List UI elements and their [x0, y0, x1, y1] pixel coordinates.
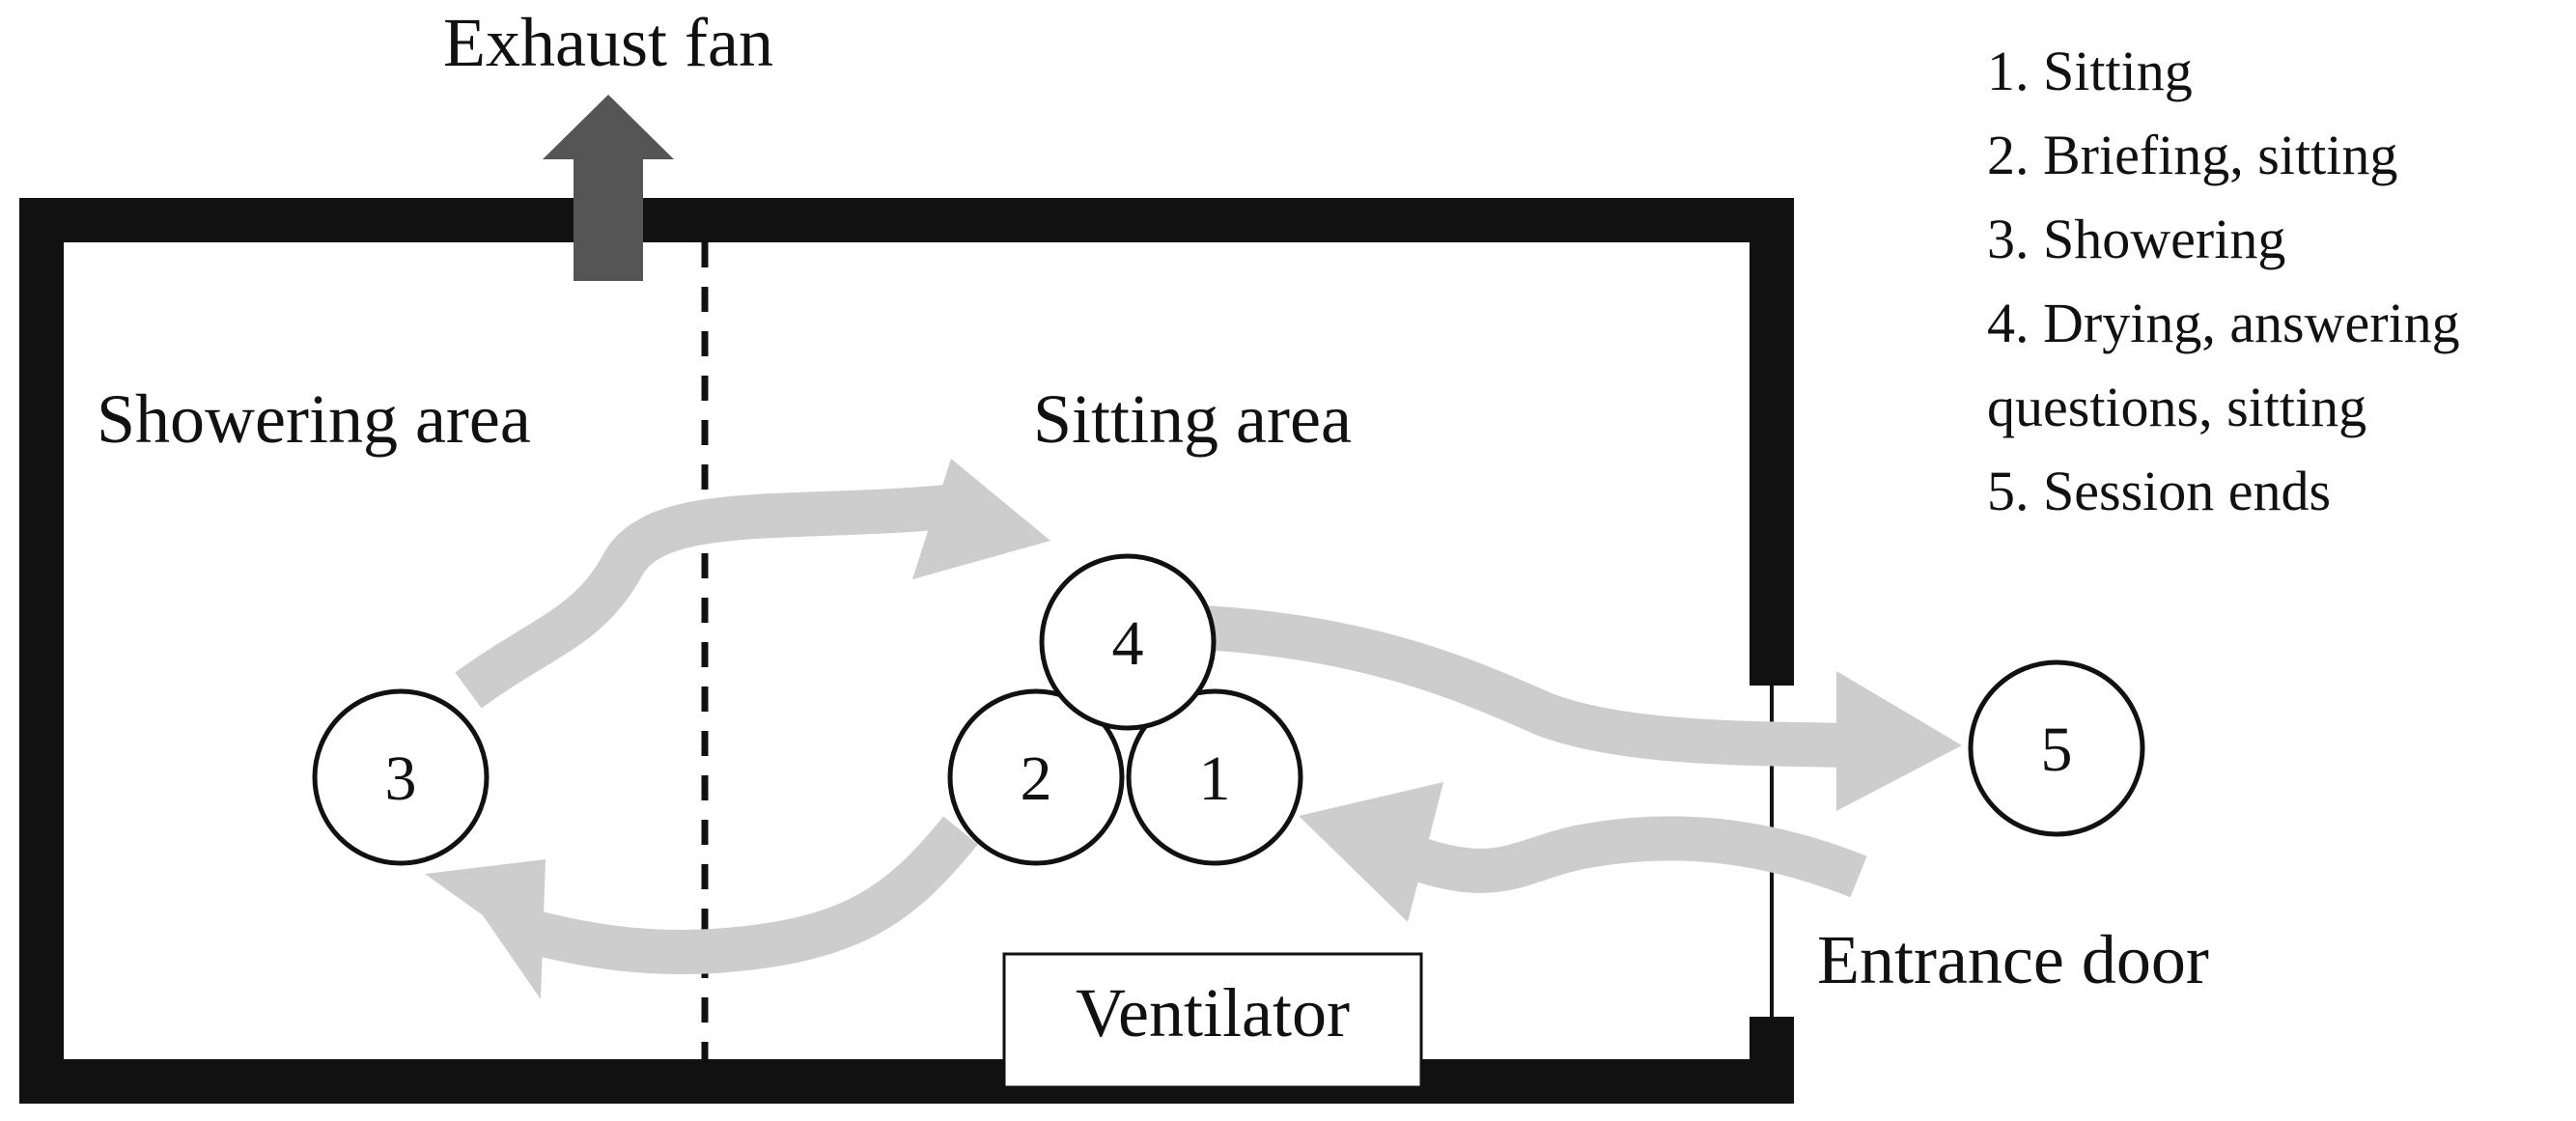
ventilator-label: Ventilator: [1076, 974, 1350, 1051]
wall-right-upper: [1750, 198, 1794, 686]
node-circle-3: [312, 688, 490, 866]
exhaust-fan-label: Exhaust fan: [443, 4, 773, 81]
wall-bottom: [19, 1059, 1794, 1104]
exhaust-fan-arrow: [543, 95, 674, 281]
flow-arrow-entrance-to-1: [1412, 816, 1867, 898]
wall-top: [19, 198, 1794, 242]
arrowhead-4-to-5: [1836, 671, 1962, 811]
node-circle-4: [1039, 553, 1217, 731]
legend-item-4: 4. Drying, answering: [1987, 292, 2460, 354]
node-labels: 1 2 3 4 5: [385, 608, 2073, 814]
arrowhead-3-to-4: [912, 459, 1050, 579]
legend-item-5: 5. Session ends: [1987, 460, 2331, 522]
legend-item-1: 1. Sitting: [1987, 40, 2193, 102]
entrance-door-label: Entrance door: [1817, 921, 2209, 998]
sitting-area-label: Sitting area: [1033, 380, 1352, 458]
flow-arrows: [455, 485, 1867, 974]
showering-area-label: Showering area: [97, 380, 531, 458]
flow-arrow-4-to-5: [1200, 605, 1855, 768]
node-label-1: 1: [1199, 743, 1231, 814]
node-label-5: 5: [2041, 715, 2073, 785]
node-circle-2: [947, 688, 1125, 866]
arrowhead-2-to-3: [425, 859, 546, 999]
legend-item-3: 3. Showering: [1987, 208, 2285, 270]
node-circle-1: [1126, 688, 1303, 866]
node-label-4: 4: [1112, 608, 1144, 679]
ventilator-box: [1002, 952, 1423, 1089]
arrowhead-entrance-to-1: [1299, 782, 1443, 922]
legend-item-4-cont: questions, sitting: [1987, 376, 2366, 438]
wall-right-lower: [1750, 1017, 1794, 1104]
legend-item-2: 2. Briefing, sitting: [1987, 124, 2397, 186]
nodes: [312, 553, 2145, 866]
flow-arrowheads: [425, 459, 1962, 999]
legend: 1. Sitting 2. Briefing, sitting 3. Showe…: [1987, 40, 2460, 522]
node-label-3: 3: [385, 743, 417, 814]
wall-left: [19, 198, 64, 1104]
flow-arrow-2-to-3: [506, 816, 978, 974]
flow-arrow-3-to-4: [455, 485, 949, 709]
room-walls: [19, 198, 1794, 1104]
node-circle-5: [1968, 659, 2145, 837]
node-label-2: 2: [1021, 743, 1052, 814]
